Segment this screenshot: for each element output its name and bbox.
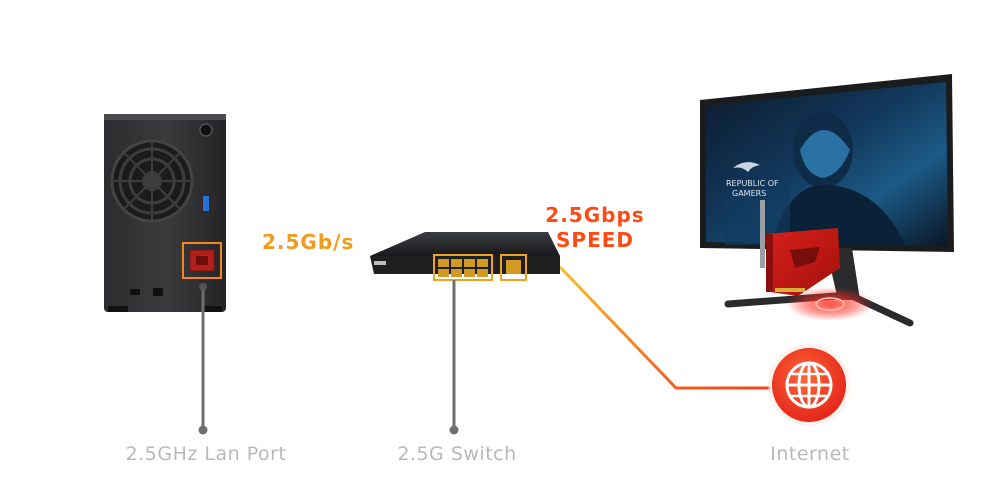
- cable-switch-to-internet: [558, 265, 770, 390]
- power-button-icon: [199, 123, 213, 137]
- switch-uplink-icon: [506, 260, 521, 274]
- speed-label-left: 2.5Gb/s: [262, 230, 355, 254]
- switch-device: [370, 232, 560, 281]
- fan-icon: [110, 139, 194, 223]
- switch-uplink-highlight: [500, 254, 527, 281]
- label-lan-port: 2.5GHz Lan Port: [125, 443, 287, 465]
- speed-label-right: 2.5Gbps SPEED: [530, 203, 660, 253]
- label-internet: Internet: [770, 443, 850, 465]
- monitor-device: REPUBLIC OF GAMERS: [700, 74, 954, 327]
- usb-port-icon: [203, 196, 209, 211]
- internet-globe-icon: [768, 344, 850, 426]
- switch-ports-highlight: [433, 254, 493, 281]
- nas-device: [104, 114, 226, 312]
- stand-glow-icon: [786, 287, 874, 321]
- label-switch: 2.5G Switch: [397, 443, 517, 465]
- monitor-brand-line1: REPUBLIC OF: [726, 179, 779, 188]
- rog-logo-icon: [733, 162, 760, 172]
- monitor-brand-line2: GAMERS: [732, 189, 766, 198]
- network-card: [760, 200, 840, 296]
- lan-port-highlight: [182, 242, 222, 279]
- speed-label-right-line1: 2.5Gbps: [545, 203, 645, 227]
- switch-port-icons: [438, 259, 488, 277]
- cables: [222, 265, 770, 390]
- speed-label-right-line2: SPEED: [556, 228, 634, 252]
- pointer-lines: [198, 280, 459, 435]
